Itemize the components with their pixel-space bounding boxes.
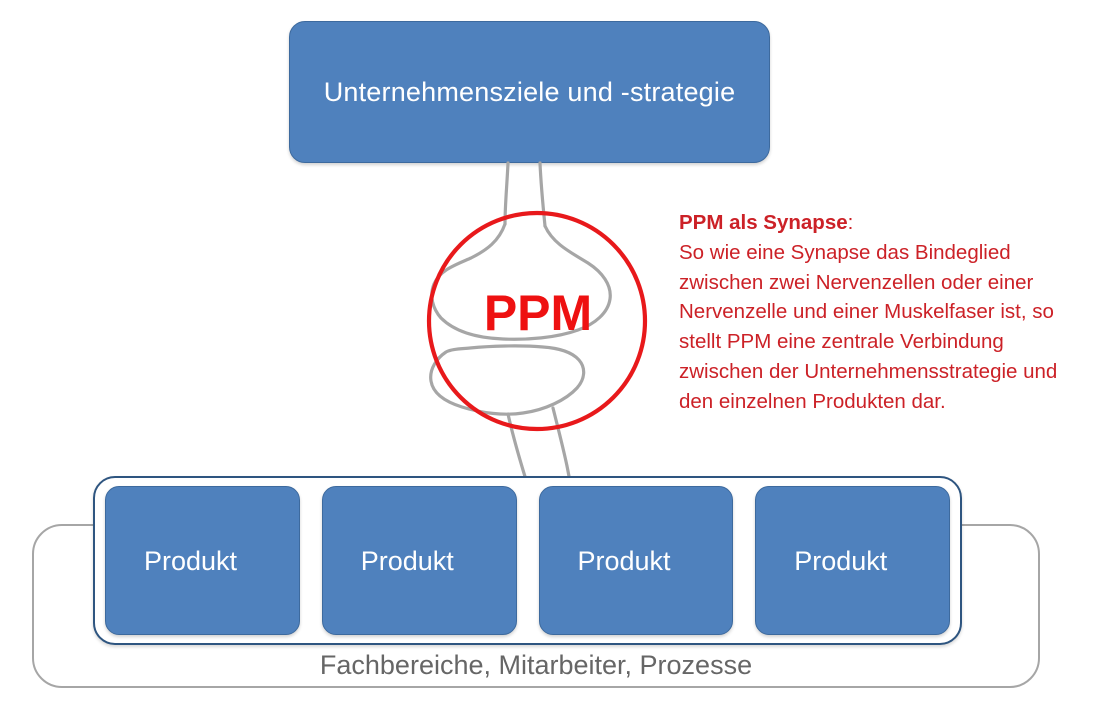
synapse-note: PPM als Synapse: So wie eine Synapse das… bbox=[679, 208, 1079, 417]
product-box[interactable]: Produkt bbox=[105, 486, 300, 635]
ppm-label: PPM bbox=[483, 285, 593, 341]
synapse-note-body: So wie eine Synapse das Bindeglied zwisc… bbox=[679, 240, 1058, 413]
product-box[interactable]: Produkt bbox=[755, 486, 950, 635]
synapse-note-colon: : bbox=[847, 211, 854, 234]
product-box[interactable]: Produkt bbox=[321, 486, 517, 635]
products-row: Produkt Produkt Produkt Produkt bbox=[105, 486, 950, 635]
strategy-box-label: Unternehmensziele und -strategie bbox=[323, 76, 736, 107]
synapse-note-title: PPM als Synapse bbox=[679, 211, 848, 234]
organisation-label: Fachbereiche, Mitarbeiter, Prozesse bbox=[319, 650, 753, 680]
product-label: Produkt bbox=[577, 545, 671, 576]
product-label: Produkt bbox=[360, 545, 454, 576]
product-box[interactable]: Produkt bbox=[538, 486, 734, 635]
strategy-box[interactable]: Unternehmensziele und -strategie bbox=[289, 21, 770, 163]
product-label: Produkt bbox=[144, 545, 238, 576]
product-label: Produkt bbox=[794, 545, 888, 576]
